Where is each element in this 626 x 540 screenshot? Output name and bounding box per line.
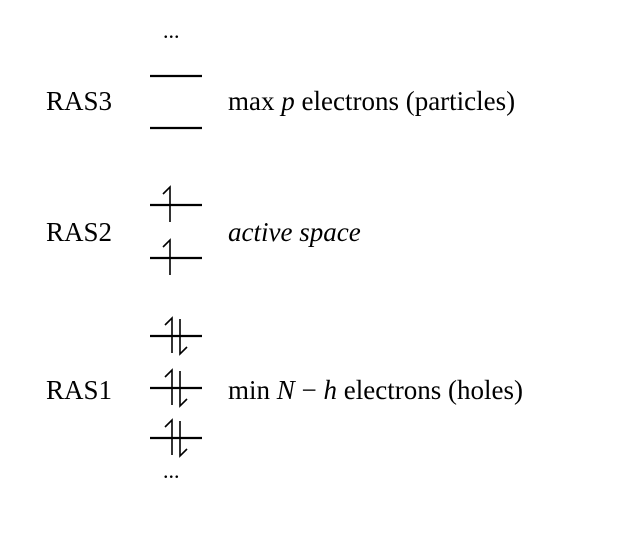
ras1-description: min N − h electrons (holes) xyxy=(228,377,523,404)
ras1-level-2-spin-down-arrow xyxy=(179,371,188,408)
ras3-desc-post: electrons (particles) xyxy=(294,86,516,116)
ras2-description: active space xyxy=(228,217,361,247)
ras3-desc-var: p xyxy=(281,86,295,116)
ras1-levels xyxy=(150,316,202,458)
ras1-level-1-spin-up-arrow xyxy=(164,316,173,353)
ras2-label: RAS2 xyxy=(46,217,113,247)
ras3-desc-pre: max xyxy=(228,86,282,116)
ras1-level-2-spin-up-arrow xyxy=(164,368,173,405)
bottom-ellipsis: ... xyxy=(163,458,180,483)
ras2-level-2-spin-up-arrow xyxy=(162,238,171,275)
ras1-label: RAS1 xyxy=(46,375,113,405)
ras1-level-3-spin-up-arrow xyxy=(164,418,173,455)
ras1-level-1-spin-down-arrow xyxy=(179,319,188,356)
ras3-label: RAS3 xyxy=(46,86,113,116)
ras1-level-3-spin-down-arrow xyxy=(179,421,188,458)
ras1-desc-minus: − xyxy=(294,375,324,405)
ras1-desc-pre: min xyxy=(228,375,277,405)
top-ellipsis: ... xyxy=(163,18,180,43)
ras1-desc-var-n: N xyxy=(276,375,295,405)
ras2-levels xyxy=(150,185,202,275)
ras3-description: max p electrons (particles) xyxy=(228,88,515,115)
ras1-desc-var-h: h xyxy=(323,375,338,405)
ras2-level-1-spin-up-arrow xyxy=(162,185,171,222)
ras3-levels xyxy=(150,74,202,130)
ras1-desc-post: electrons (holes) xyxy=(337,375,523,405)
